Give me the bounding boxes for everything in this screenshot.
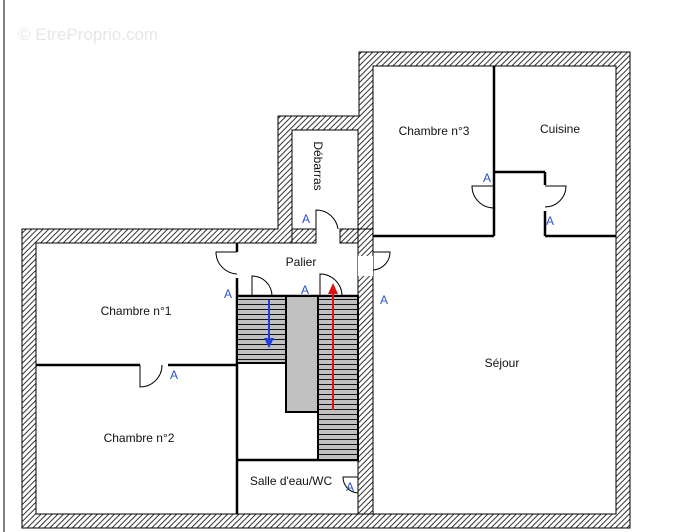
room-label-sejour: Séjour <box>485 356 520 370</box>
arrow-head-down-icon <box>264 338 274 348</box>
door-marker: A <box>483 171 491 185</box>
door-marker: A <box>380 293 388 307</box>
staircase <box>236 283 359 461</box>
room-label-chambre-1: Chambre n°1 <box>101 304 172 318</box>
room-label-salle-eau: Salle d'eau/WC <box>250 474 333 488</box>
door-marker: A <box>224 287 232 301</box>
arrow-head-up-icon <box>328 283 338 294</box>
room-label-chambre-2: Chambre n°2 <box>104 431 175 445</box>
door-marker: A <box>302 212 310 226</box>
room-label-cuisine: Cuisine <box>540 122 580 136</box>
outer-walls <box>21 51 631 529</box>
door-marker: A <box>546 214 554 228</box>
doors <box>139 185 567 494</box>
room-label-palier: Palier <box>286 255 317 269</box>
door-marker: A <box>301 283 309 297</box>
room-label-chambre-3: Chambre n°3 <box>399 124 470 138</box>
door-marker: A <box>170 368 178 382</box>
watermark: © EtreProprio.com <box>18 25 158 44</box>
door-marker: A <box>346 480 354 494</box>
room-label-debarras: Débarras <box>311 141 325 190</box>
